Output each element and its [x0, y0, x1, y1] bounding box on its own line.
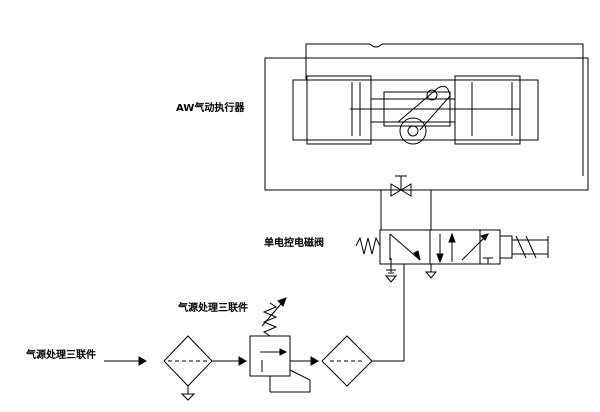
lubricator-symbol	[322, 336, 372, 386]
frl-unit-label-top: 气源处理三联件	[178, 303, 248, 314]
solenoid-valve	[356, 230, 548, 282]
actuator-left-cap	[307, 76, 371, 144]
solenoid-coil	[500, 236, 512, 258]
regulator-spring	[264, 303, 276, 336]
actuator-pipes	[381, 176, 431, 230]
pneumatic-actuator	[265, 44, 588, 190]
actuator-right-cap	[455, 76, 520, 144]
actuator-pivot	[400, 118, 426, 144]
actuator-top-pipe	[306, 44, 583, 176]
frl-unit	[104, 298, 372, 400]
actuator-cylinder	[293, 80, 538, 140]
actuator-label: AW气动执行器	[176, 103, 245, 114]
supply-pipe	[372, 264, 404, 361]
actuator-crank-arm	[398, 86, 450, 130]
actuator-frame	[265, 58, 588, 190]
regulator-symbol	[250, 336, 290, 376]
throttle-valve	[391, 184, 411, 196]
solenoid-valve-label: 单电控电磁阀	[264, 238, 324, 249]
valve-spring	[356, 238, 380, 254]
frl-unit-label-left: 气源处理三联件	[26, 350, 96, 361]
